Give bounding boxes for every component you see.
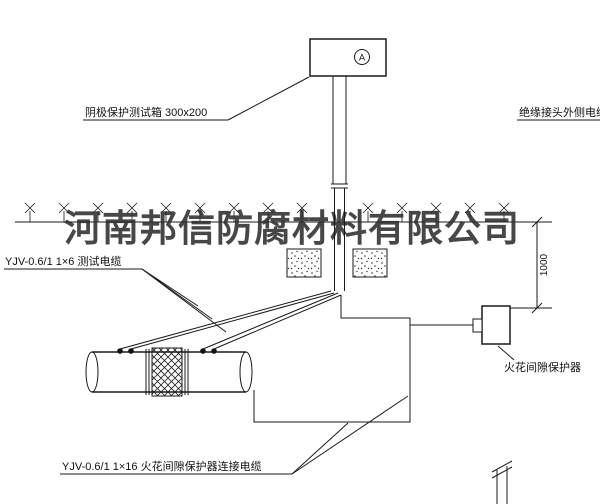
dimension-tick [531, 216, 543, 228]
spark-gap-protector [472, 305, 511, 345]
leader-line [291, 422, 349, 475]
pipeline [85, 347, 253, 397]
cable-terminal [128, 348, 134, 354]
soil-mark [24, 202, 36, 223]
spark-protector-cable [253, 295, 482, 423]
pipe-end-cap [239, 351, 253, 393]
leader-line [227, 76, 310, 121]
leader-line [497, 345, 515, 361]
cable-terminal [211, 348, 217, 354]
dimension-tick [531, 302, 543, 314]
label-outer-cable: 绝缘接头外侧电缆 [517, 105, 600, 121]
leader-line [291, 395, 409, 475]
foundation-left [286, 248, 322, 278]
conduit-riser [331, 76, 348, 291]
label-spark-cable: YJV-0.6/1 1×16 火花间隙保护器连接电缆 [60, 395, 409, 475]
insulating-joint [151, 347, 183, 397]
pipe-end-cap [85, 351, 99, 393]
dimension-label: 1000 [539, 253, 550, 276]
cable-terminal [117, 348, 123, 354]
cable-terminal [200, 348, 206, 354]
foundation-right [352, 248, 388, 278]
test-box: A [309, 38, 387, 77]
dimension-1000: 1000 [510, 216, 552, 314]
leader-line [141, 268, 227, 333]
ammeter-label: A [359, 53, 365, 63]
label-outer-cable-text: 绝缘接头外侧电缆 [519, 105, 600, 119]
ammeter-symbol [354, 49, 370, 65]
label-spark-protector-text: 火花间隙保护器 [504, 360, 581, 374]
label-spark-protector: 火花间隙保护器 [497, 345, 581, 374]
label-test-cable: YJV-0.6/1 1×6 测试电缆 [4, 255, 227, 333]
label-test-cable-text: YJV-0.6/1 1×6 测试电缆 [5, 255, 121, 268]
pipe-stub-symbol [491, 460, 513, 504]
label-spark-cable-text: YJV-0.6/1 1×16 火花间隙保护器连接电缆 [62, 459, 262, 473]
test-cables [119, 290, 342, 350]
watermark: 河南邦信防腐材料有限公司 [64, 208, 520, 250]
label-test-box-text: 阴极保护测试箱 300x200 [85, 105, 207, 119]
label-test-box: 阴极保护测试箱 300x200 [83, 76, 310, 121]
